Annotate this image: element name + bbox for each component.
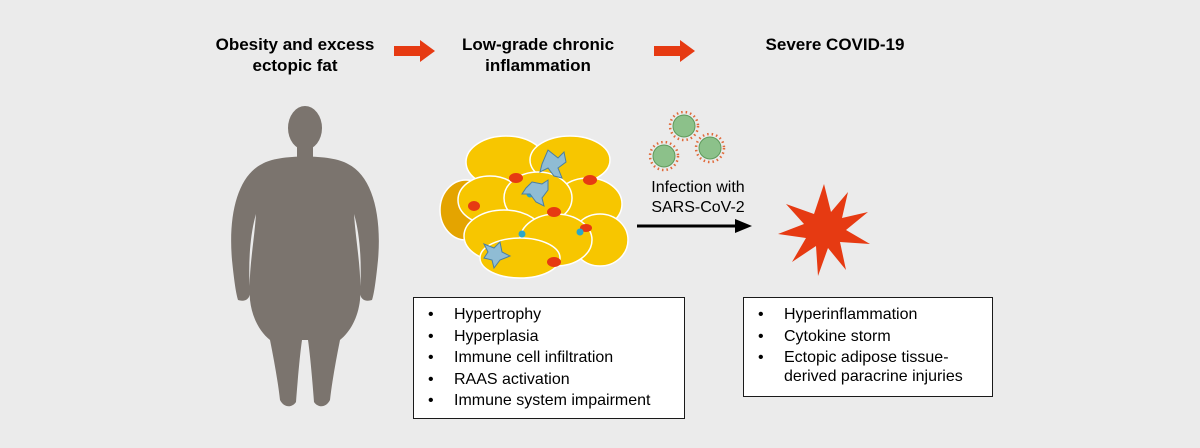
adipose-tissue-cluster-icon — [439, 135, 629, 279]
infection-label: Infection with SARS-CoV-2 — [651, 179, 745, 216]
cytokine-storm-burst-icon — [778, 184, 870, 276]
adipose-changes-list: Hypertrophy Hyperplasia Immune cell infi… — [428, 304, 674, 412]
red-arrow-icon — [394, 40, 435, 62]
list-item: Immune cell infiltration — [428, 347, 674, 369]
virus-particles-icon — [648, 110, 726, 172]
list-item: RAAS activation — [428, 369, 674, 391]
severe-outcomes-list-box: Hyperinflammation Cytokine storm Ectopic… — [743, 297, 993, 397]
red-arrow-icon — [654, 40, 695, 62]
list-item: Hypertrophy — [428, 304, 674, 326]
list-item: Ectopic adipose tissue- derived paracrin… — [758, 348, 982, 386]
obese-person-silhouette-icon — [231, 106, 379, 407]
black-arrow-icon — [637, 219, 752, 233]
stage-title-inflammation: Low-grade chronic inflammation — [461, 35, 615, 75]
stage-title-severe-covid: Severe COVID-19 — [765, 35, 905, 54]
list-item: Immune system impairment — [428, 390, 674, 412]
severe-outcomes-list: Hyperinflammation Cytokine storm Ectopic… — [758, 304, 982, 386]
list-item: Cytokine storm — [758, 326, 982, 348]
hypertrophy-list-box: Hypertrophy Hyperplasia Immune cell infi… — [413, 297, 685, 419]
list-item: Hyperinflammation — [758, 304, 982, 326]
stage-title-obesity: Obesity and excess ectopic fat — [215, 35, 375, 75]
list-item: Hyperplasia — [428, 326, 674, 348]
